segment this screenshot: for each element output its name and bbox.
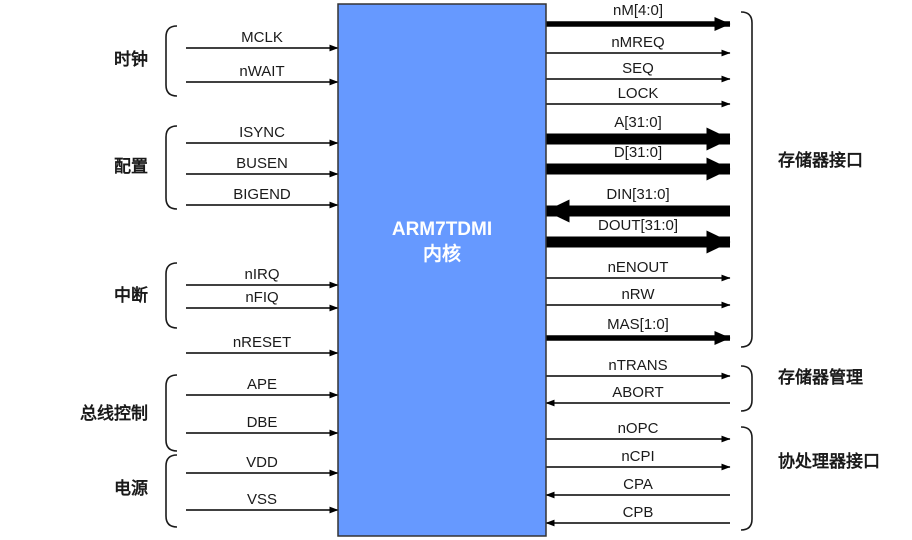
signal-nopc[interactable]: nOPC: [546, 420, 731, 443]
signal-dbe[interactable]: DBE: [186, 414, 339, 437]
signal-label-nenout: nENOUT: [608, 259, 669, 276]
signal-cpa[interactable]: CPA: [545, 476, 730, 499]
signal-label-nreset: nRESET: [233, 334, 291, 351]
signal-a-31-0[interactable]: A[31:0]: [546, 114, 731, 151]
signal-nrw[interactable]: nRW: [546, 286, 731, 309]
signal-nreset[interactable]: nRESET: [186, 334, 339, 357]
signal-label-busen: BUSEN: [236, 155, 288, 172]
signal-label-seq: SEQ: [622, 60, 654, 77]
group-bracket-clock: [165, 25, 178, 97]
signal-label-cpa: CPA: [623, 476, 653, 493]
signal-label-dbe: DBE: [247, 414, 278, 431]
signal-label-d-31-0: D[31:0]: [614, 144, 662, 161]
signal-cpb[interactable]: CPB: [545, 504, 730, 527]
signal-ntrans[interactable]: nTRANS: [546, 357, 731, 380]
right-signal-wires: nM[4:0] nMREQ SEQ LOCK A[31:0] D[31:0] DIN[31:…: [522, 2, 731, 527]
signal-label-nopc: nOPC: [618, 420, 659, 437]
signal-busen[interactable]: BUSEN: [186, 155, 339, 178]
group-label-memory-interface: 存储器接口: [778, 150, 863, 171]
signal-label-nmreq: nMREQ: [611, 34, 664, 51]
signal-dout-31-0[interactable]: DOUT[31:0]: [546, 217, 731, 254]
signal-label-mclk: MCLK: [241, 29, 283, 46]
core-subtitle: 内核: [423, 242, 461, 265]
group-bracket-bus-control: [165, 374, 178, 452]
signal-ncpi[interactable]: nCPI: [546, 448, 731, 471]
signal-label-abort: ABORT: [612, 384, 663, 401]
signal-label-vdd: VDD: [246, 454, 278, 471]
signal-nfiq[interactable]: nFIQ: [186, 289, 339, 312]
group-label-interrupt: 中断: [114, 285, 148, 306]
signal-label-mas-1-0: MAS[1:0]: [607, 316, 669, 333]
signal-nwait[interactable]: nWAIT: [186, 63, 339, 86]
signal-label-bigend: BIGEND: [233, 186, 291, 203]
signal-label-nirq: nIRQ: [244, 266, 279, 283]
left-group-brackets: [165, 25, 178, 528]
group-label-config: 配置: [114, 157, 148, 177]
signal-label-a-31-0: A[31:0]: [614, 114, 662, 131]
core-title: ARM7TDMI: [392, 219, 492, 240]
group-label-power: 电源: [114, 478, 148, 499]
signal-vss[interactable]: VSS: [186, 491, 339, 514]
signal-lock[interactable]: LOCK: [546, 85, 731, 108]
group-label-bus-control: 总线控制: [80, 403, 148, 424]
signal-d-31-0[interactable]: D[31:0]: [522, 144, 731, 181]
signal-mclk[interactable]: MCLK: [186, 29, 339, 52]
signal-label-vss: VSS: [247, 491, 277, 508]
left-signal-wires: MCLK nWAIT ISYNC BUSEN BIGEND nIRQ nFIQ nRESET A…: [186, 29, 339, 514]
group-bracket-interrupt: [165, 262, 178, 329]
signal-abort[interactable]: ABORT: [545, 384, 730, 407]
signal-bigend[interactable]: BIGEND: [186, 186, 339, 209]
signal-vdd[interactable]: VDD: [186, 454, 339, 477]
signal-label-nrw: nRW: [621, 286, 655, 303]
signal-isync[interactable]: ISYNC: [186, 124, 339, 147]
signal-label-din-31-0: DIN[31:0]: [606, 186, 669, 203]
group-label-coprocessor-interface: 协处理器接口: [778, 451, 880, 472]
signal-label-nwait: nWAIT: [239, 63, 284, 80]
group-bracket-memory-interface: [740, 11, 753, 348]
signal-seq[interactable]: SEQ: [546, 60, 731, 83]
right-group-brackets: [740, 11, 753, 531]
signal-nirq[interactable]: nIRQ: [186, 266, 339, 289]
arm7tdmi-core-block[interactable]: [337, 3, 547, 537]
group-bracket-config: [165, 125, 178, 210]
signal-nmreq[interactable]: nMREQ: [546, 34, 731, 57]
signal-nm-4-0[interactable]: nM[4:0]: [546, 2, 731, 31]
signal-label-isync: ISYNC: [239, 124, 285, 141]
signal-label-ape: APE: [247, 376, 277, 393]
group-bracket-power: [165, 454, 178, 528]
signal-label-nm-4-0: nM[4:0]: [613, 2, 663, 19]
signal-label-dout-31-0: DOUT[31:0]: [598, 217, 678, 234]
signal-nenout[interactable]: nENOUT: [546, 259, 731, 282]
group-label-clock: 时钟: [114, 49, 148, 70]
group-bracket-coprocessor-interface: [740, 426, 753, 531]
signal-mas-1-0[interactable]: MAS[1:0]: [546, 316, 731, 345]
signal-din-31-0[interactable]: DIN[31:0]: [545, 186, 730, 223]
signal-label-ncpi: nCPI: [621, 448, 654, 465]
signal-label-cpb: CPB: [623, 504, 654, 521]
signal-label-lock: LOCK: [618, 85, 659, 102]
signal-label-ntrans: nTRANS: [608, 357, 667, 374]
signal-ape[interactable]: APE: [186, 376, 339, 399]
group-label-memory-management: 存储器管理: [778, 367, 863, 388]
group-bracket-memory-management: [740, 365, 753, 412]
signal-label-nfiq: nFIQ: [245, 289, 278, 306]
